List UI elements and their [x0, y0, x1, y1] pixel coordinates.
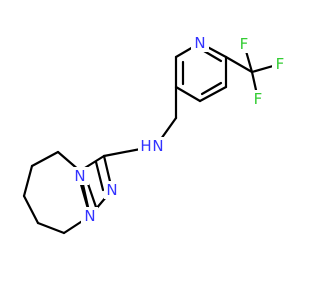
bond — [202, 49, 223, 63]
pyridine-nitrogen-label: N — [194, 34, 205, 52]
bond — [198, 85, 228, 103]
bond — [174, 85, 202, 103]
bond — [200, 81, 223, 96]
bond — [22, 164, 34, 198]
bond — [94, 160, 105, 192]
bond — [224, 55, 254, 74]
fluorine-bottom-label: F — [254, 90, 263, 108]
fluorine-right-label: F — [276, 55, 285, 73]
bond — [22, 194, 40, 225]
atom-labels: N F F F H N N N N — [72, 34, 288, 225]
triazole-nitrogen-2-label: N — [106, 181, 117, 199]
triazole-bridge-nitrogen-label: N — [74, 167, 85, 185]
amine-hydrogen-label: H — [140, 137, 151, 155]
amine-nitrogen-label: N — [152, 137, 163, 155]
bond — [30, 150, 60, 168]
chemical-structure: N F F F H N N N N — [22, 34, 288, 235]
triazole-nitrogen-1-label: N — [84, 207, 95, 225]
fluorine-top-label: F — [240, 35, 249, 53]
bond — [36, 221, 66, 235]
